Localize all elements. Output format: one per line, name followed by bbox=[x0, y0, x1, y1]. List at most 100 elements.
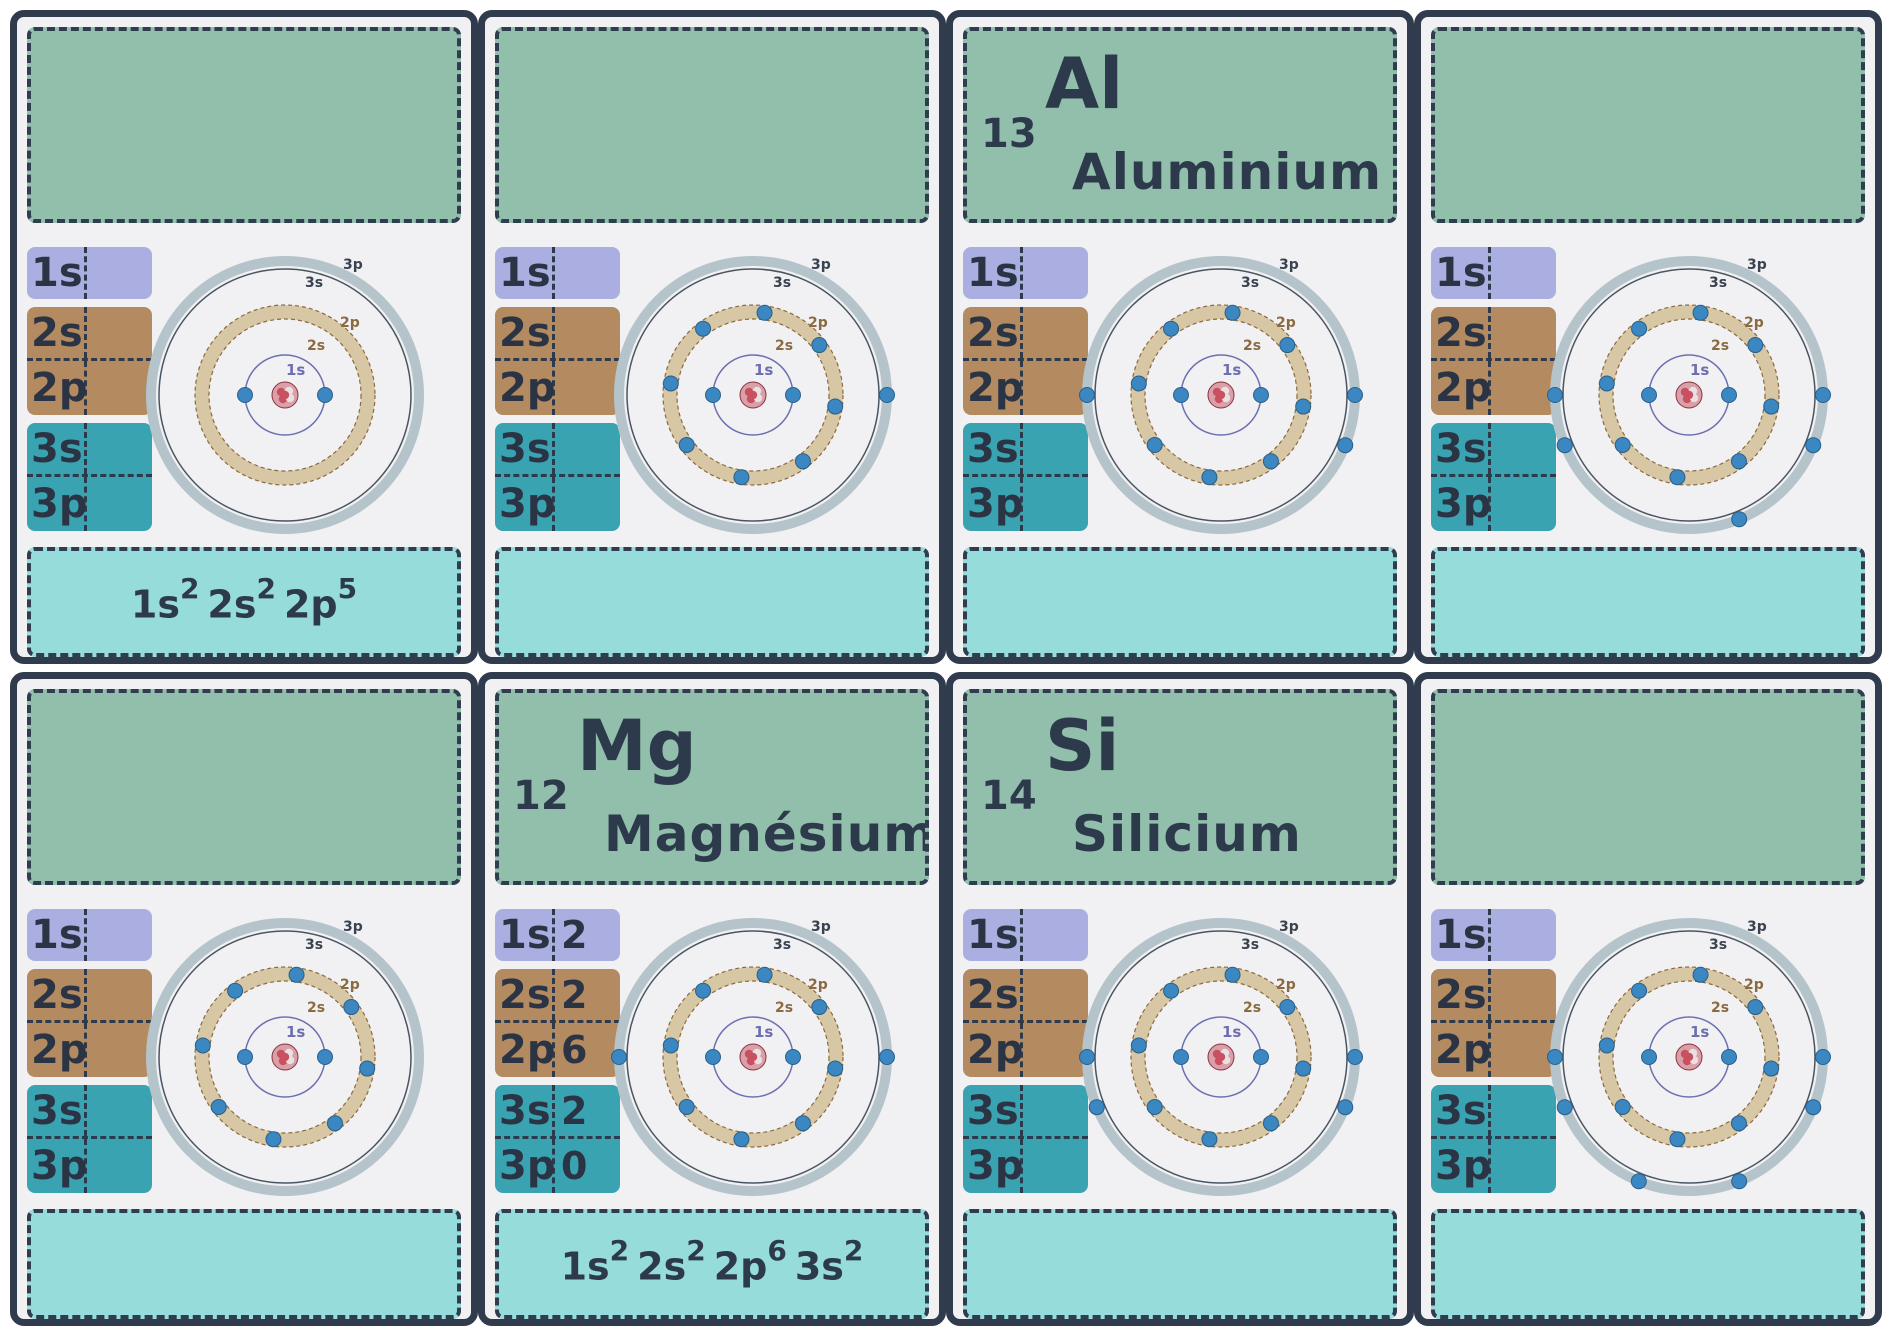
orbital-electron-count[interactable] bbox=[93, 361, 149, 415]
shell-label-s3s: 3s bbox=[1709, 275, 1727, 291]
config-count: 2 bbox=[843, 1233, 864, 1267]
orbital-electron-count[interactable] bbox=[1029, 909, 1085, 961]
shell-label-s2s: 2s bbox=[1711, 338, 1729, 354]
electron-shell2-6 bbox=[1130, 375, 1147, 392]
shell-2s-ring bbox=[676, 318, 830, 472]
orbital-electron-count[interactable] bbox=[1029, 1023, 1085, 1077]
orbital-electron-count[interactable] bbox=[561, 423, 617, 474]
electron-configuration-box[interactable] bbox=[495, 547, 929, 657]
orbital-electron-count[interactable]: 2 bbox=[561, 913, 588, 957]
config-count: 2 bbox=[609, 1233, 630, 1267]
shell-label-s1: 1s bbox=[754, 1023, 773, 1041]
element-header-box[interactable] bbox=[27, 27, 461, 223]
orbital-electron-count[interactable] bbox=[1029, 969, 1085, 1020]
orbital-electron-count[interactable] bbox=[1497, 1085, 1553, 1136]
element-header-box[interactable] bbox=[495, 27, 929, 223]
electron-configuration-box[interactable] bbox=[27, 1209, 461, 1319]
shell-label-s1: 1s bbox=[754, 361, 773, 379]
orbital-electron-count[interactable] bbox=[1497, 247, 1553, 299]
electron-shell2-0 bbox=[1224, 966, 1241, 983]
orbital-electron-count[interactable] bbox=[1497, 477, 1553, 531]
electron-shell2-7 bbox=[695, 320, 712, 337]
orbital-electron-count[interactable] bbox=[1029, 247, 1085, 299]
orbital-electron-count[interactable] bbox=[93, 307, 149, 358]
orbital-electron-count[interactable] bbox=[1029, 423, 1085, 474]
electron-shell3-0 bbox=[1347, 1049, 1363, 1065]
orbital-electron-count[interactable] bbox=[561, 247, 617, 299]
orbital-electron-count[interactable] bbox=[1497, 361, 1553, 415]
electron-shell3-0 bbox=[1815, 1049, 1831, 1065]
config-orbital: 1s bbox=[130, 582, 180, 627]
electron-configuration-box[interactable] bbox=[1431, 547, 1865, 657]
orbital-electron-count[interactable]: 0 bbox=[561, 1144, 588, 1188]
orbital-electron-count[interactable] bbox=[1029, 1139, 1085, 1193]
orbital-label: 3p bbox=[497, 477, 555, 531]
orbital-electron-count[interactable] bbox=[561, 307, 617, 358]
orbital-electron-count[interactable] bbox=[1029, 307, 1085, 358]
electron-shell2-1 bbox=[811, 999, 828, 1016]
orbital-electron-count[interactable] bbox=[93, 909, 149, 961]
electron-shell1-1 bbox=[705, 387, 721, 403]
electron-shell2-2 bbox=[1763, 1060, 1780, 1077]
orbital-electron-count[interactable] bbox=[1497, 423, 1553, 474]
orbital-label: 2s bbox=[497, 307, 555, 358]
orbital-label: 1s bbox=[965, 247, 1023, 299]
orbital-electron-count[interactable]: 2 bbox=[561, 972, 588, 1017]
orbital-electron-count[interactable] bbox=[1029, 361, 1085, 415]
orbital-electron-count[interactable]: 2 bbox=[561, 1088, 588, 1133]
element-header-box[interactable] bbox=[27, 689, 461, 885]
element-header-box[interactable] bbox=[1431, 27, 1865, 223]
electron-shell3-3 bbox=[1088, 1099, 1105, 1116]
orbital-electron-count[interactable] bbox=[93, 477, 149, 531]
orbital-electron-count[interactable] bbox=[93, 247, 149, 299]
electron-shell2-7 bbox=[1631, 320, 1648, 337]
config-orbital: 2s bbox=[637, 1244, 687, 1289]
orbital-electron-count[interactable] bbox=[93, 1139, 149, 1193]
orbital-electron-count[interactable] bbox=[93, 969, 149, 1020]
orbital-electron-count[interactable] bbox=[1029, 477, 1085, 531]
electron-configuration-box[interactable] bbox=[963, 547, 1397, 657]
orbital-electron-count[interactable] bbox=[1497, 307, 1553, 358]
element-header-box[interactable] bbox=[1431, 689, 1865, 885]
orbital-electron-count[interactable] bbox=[1029, 1085, 1085, 1136]
shell-label-s1: 1s bbox=[1222, 1023, 1241, 1041]
orbital-electron-count[interactable] bbox=[93, 1085, 149, 1136]
shell-2p-ring bbox=[1598, 966, 1780, 1148]
orbital-electron-count[interactable] bbox=[1497, 1139, 1553, 1193]
orbital-label: 3s bbox=[1433, 423, 1491, 474]
electron-shell2-5 bbox=[678, 436, 695, 453]
orbital-electron-count[interactable] bbox=[1497, 909, 1553, 961]
electron-shell3-0 bbox=[1815, 387, 1831, 403]
orbital-electron-count[interactable] bbox=[93, 423, 149, 474]
orbital-electron-count[interactable] bbox=[93, 1023, 149, 1077]
electron-configuration-box[interactable] bbox=[963, 1209, 1397, 1319]
orbital-electron-count[interactable] bbox=[561, 477, 617, 531]
orbital-label: 3s bbox=[497, 423, 555, 474]
electron-shell2-3 bbox=[794, 453, 811, 470]
shell-2s-ring bbox=[208, 980, 362, 1134]
orbital-electron-count[interactable]: 6 bbox=[561, 1028, 588, 1072]
electron-shell2-2 bbox=[1295, 1060, 1312, 1077]
shell-3p-ring bbox=[146, 256, 424, 534]
electron-configuration-box[interactable] bbox=[1431, 1209, 1865, 1319]
electron-shell3-2 bbox=[1337, 1099, 1354, 1116]
orbital-electron-count[interactable] bbox=[1497, 1023, 1553, 1077]
orbital-electron-count[interactable] bbox=[1497, 969, 1553, 1020]
electron-shell2-3 bbox=[1262, 1115, 1279, 1132]
orbital-electron-count[interactable] bbox=[561, 361, 617, 415]
electron-shell2-2 bbox=[1763, 398, 1780, 415]
shell-label-s2s: 2s bbox=[1243, 1000, 1261, 1016]
